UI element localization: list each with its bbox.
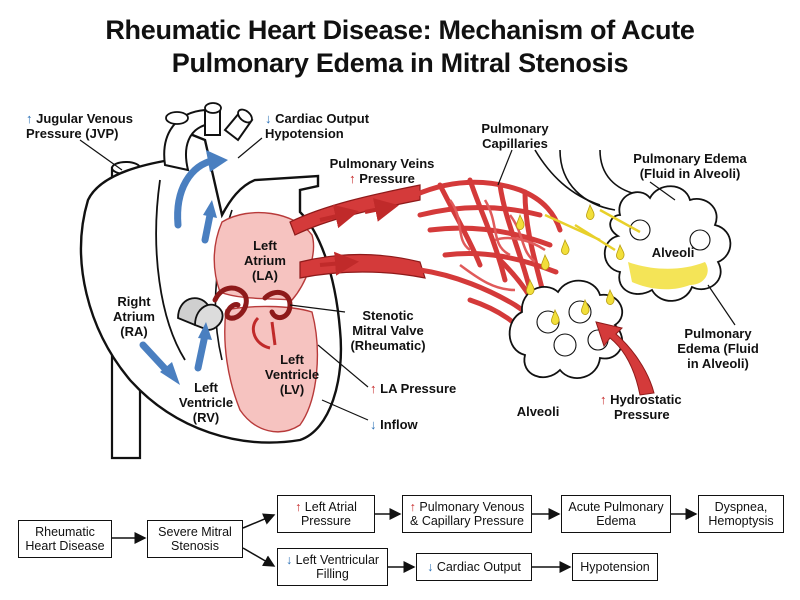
hydrostatic-pressure-label: ↑ Hydrostatic Pressure [600,392,682,422]
leader-lines [79,137,736,421]
alveoli-top-label: Alveoli [651,245,695,260]
increase-arrow-icon: ↑ [295,500,302,514]
flow-box-pulmonary-venous-pressure: ↑ Pulmonary Venous& Capillary Pressure [402,495,532,533]
fluid-drops [516,203,625,326]
alveoli-bottom-label: Alveoli [516,404,560,419]
capillary-branches [448,199,546,292]
red-flow-arrows [251,316,277,350]
left-atrium-chamber [213,211,315,301]
increase-arrow-icon: ↑ [370,381,377,396]
increase-arrow-icon: ↑ [26,111,33,126]
increase-arrow-icon: ↑ [409,500,416,514]
inflow-label: ↓ Inflow [370,417,418,432]
flow-box-hypotension: Hypotension [572,553,658,581]
flow-box-dyspnea-hemoptysis: Dyspnea,Hemoptysis [698,495,784,533]
pulmonary-edema-top-label: Pulmonary Edema (Fluid in Alveoli) [633,151,747,181]
aortic-arch [163,102,254,172]
increase-arrow-icon: ↑ [349,171,356,186]
pulmonary-veins [289,184,426,279]
left-atrium-label: Left Atrium (LA) [244,238,286,283]
alveoli-cluster-bottom [508,279,624,379]
cardiac-output-label: ↓ Cardiac Output Hypotension [265,111,370,141]
left-ventricle-lv-label: Left Ventricle (LV) [264,352,320,397]
flow-box-cardiac-output: ↓ Cardiac Output [416,553,532,581]
stenotic-valve-label: Stenotic Mitral Valve (Rheumatic) [350,308,426,353]
right-heart-valves [177,297,224,331]
decrease-arrow-icon: ↓ [265,111,272,126]
hydrostatic-pressure-arrow [595,321,655,396]
right-atrium-label: Right Atrium (RA) [113,294,155,339]
decrease-arrow-icon: ↓ [427,560,434,574]
la-pressure-label: ↑ LA Pressure [370,381,457,396]
increase-arrow-icon: ↑ [600,392,607,407]
alveoli-cluster-top [603,185,732,302]
pulmonary-capillaries-label: Pulmonary Capillaries [481,121,549,151]
page-title: Rheumatic Heart Disease: Mechanism of Ac… [0,14,800,80]
blue-flow-arrows [139,156,219,376]
jvp-label: ↑ Jugular Venous Pressure (JVP) [26,111,133,141]
decrease-arrow-icon: ↓ [370,417,377,432]
decrease-arrow-icon: ↓ [285,553,293,567]
left-ventricle-rv-label: Left Ventricle (RV) [178,380,234,425]
title-line-1: Rheumatic Heart Disease: Mechanism of Ac… [105,15,695,45]
pulmonary-veins-label: Pulmonary Veins ↑ Pressure [329,156,435,186]
title-line-2: Pulmonary Edema in Mitral Stenosis [171,48,629,78]
pulmonary-edema-right-label: Pulmonary Edema (Fluid in Alveoli) [677,326,759,371]
fluid-streaks [544,208,641,252]
blue-arrowheads [160,150,228,385]
flowchart-arrows [112,508,698,573]
